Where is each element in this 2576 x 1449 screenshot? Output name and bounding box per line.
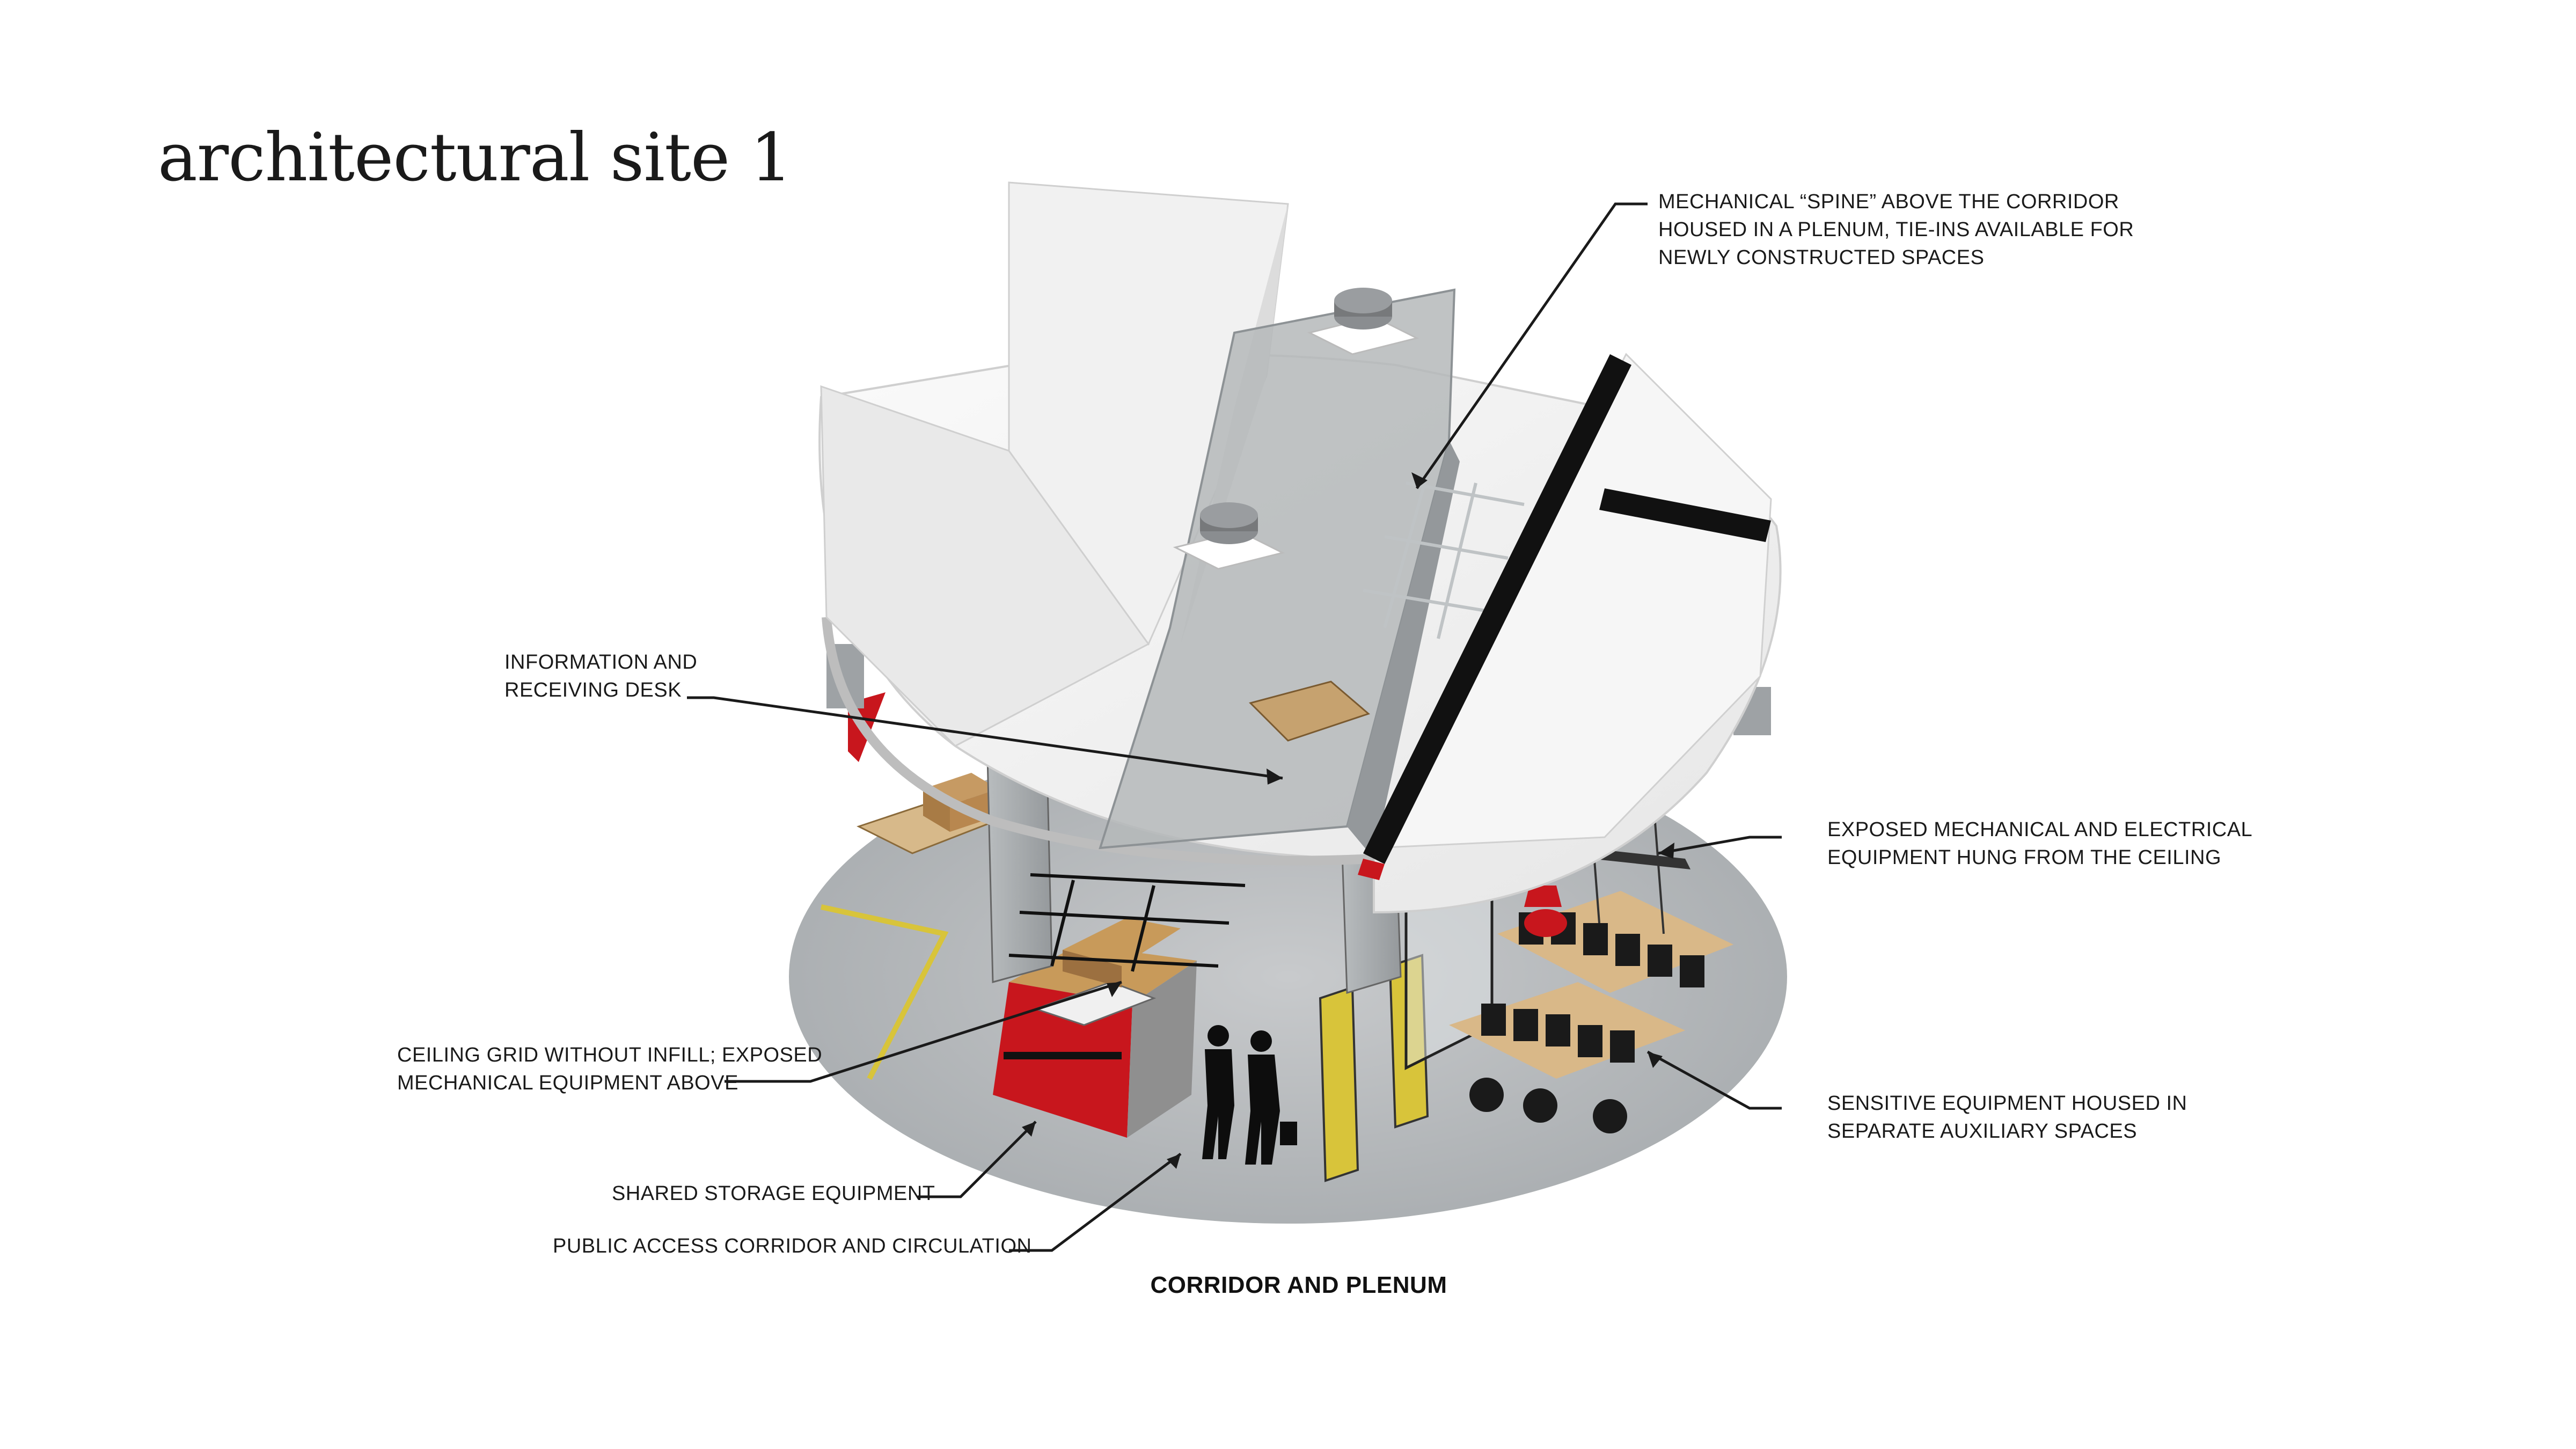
page-title: architectural site 1 bbox=[158, 119, 793, 196]
annotation-grid: CEILING GRID WITHOUT INFILL; EXPOSED MEC… bbox=[397, 1041, 822, 1097]
annotation-storage: SHARED STORAGE EQUIPMENT bbox=[612, 1180, 935, 1208]
workstations bbox=[1449, 891, 1733, 1133]
leader-storage bbox=[918, 1121, 1037, 1198]
leader-lines bbox=[687, 202, 1782, 1252]
arrowheads bbox=[1022, 472, 1674, 1169]
annotation-line: CEILING GRID WITHOUT INFILL; EXPOSED bbox=[397, 1044, 823, 1066]
figure-caption: CORRIDOR AND PLENUM bbox=[1150, 1272, 1447, 1298]
annotation-exposed: EXPOSED MECHANICAL AND ELECTRICAL EQUIPM… bbox=[1827, 816, 2252, 872]
annotation-line: EXPOSED MECHANICAL AND ELECTRICAL bbox=[1827, 818, 2253, 841]
annotation-sensitive: SENSITIVE EQUIPMENT HOUSED IN SEPARATE A… bbox=[1827, 1089, 2187, 1145]
annotation-desk: INFORMATION AND RECEIVING DESK bbox=[504, 648, 697, 704]
annotation-line: MECHANICAL “SPINE” ABOVE THE CORRIDOR bbox=[1658, 191, 2119, 213]
roof-edge-strip bbox=[1358, 859, 1385, 880]
leader-sensitive bbox=[1646, 1050, 1782, 1110]
roof-edge-strip bbox=[1599, 488, 1771, 542]
annotation-line: SENSITIVE EQUIPMENT HOUSED IN bbox=[1827, 1092, 2187, 1115]
annotation-line: NEWLY CONSTRUCTED SPACES bbox=[1658, 246, 1985, 269]
leader-corridor bbox=[1009, 1153, 1182, 1252]
annotation-line: INFORMATION AND bbox=[504, 651, 698, 674]
pendant-lamp bbox=[1524, 885, 1562, 907]
skylight-grid bbox=[1363, 472, 1525, 639]
leader-spine bbox=[1415, 202, 1648, 489]
floor-marking bbox=[820, 904, 949, 1080]
people-silhouettes bbox=[1202, 1025, 1297, 1165]
storage-counter bbox=[993, 945, 1197, 1138]
roof-edge-strip bbox=[1363, 354, 1631, 864]
annotation-line: RECEIVING DESK bbox=[504, 679, 682, 701]
roof-fin bbox=[820, 385, 1150, 747]
annotation-line: PUBLIC ACCESS CORRIDOR AND CIRCULATION bbox=[553, 1235, 1032, 1257]
information-desk bbox=[1249, 680, 1370, 742]
annotation-corridor: PUBLIC ACCESS CORRIDOR AND CIRCULATION bbox=[553, 1232, 1031, 1260]
annotation-line: SEPARATE AUXILIARY SPACES bbox=[1827, 1120, 2138, 1143]
annotation-line: EQUIPMENT HUNG FROM THE CEILING bbox=[1827, 846, 2222, 869]
door-panel bbox=[1319, 986, 1359, 1182]
roof-edge bbox=[822, 617, 1374, 866]
annotation-line: MECHANICAL EQUIPMENT ABOVE bbox=[397, 1072, 738, 1094]
leader-desk bbox=[687, 696, 1283, 780]
rooftop-unit bbox=[1307, 288, 1419, 355]
ceiling-grid bbox=[1008, 873, 1246, 972]
rooftop-unit bbox=[1173, 502, 1285, 570]
annotation-line: HOUSED IN A PLENUM, TIE-INS AVAILABLE FO… bbox=[1658, 218, 2134, 241]
annotation-spine: MECHANICAL “SPINE” ABOVE THE CORRIDOR HO… bbox=[1658, 188, 2134, 272]
annotation-line: SHARED STORAGE EQUIPMENT bbox=[612, 1182, 935, 1205]
leader-grid bbox=[724, 980, 1122, 1083]
leader-exposed bbox=[1658, 836, 1782, 855]
